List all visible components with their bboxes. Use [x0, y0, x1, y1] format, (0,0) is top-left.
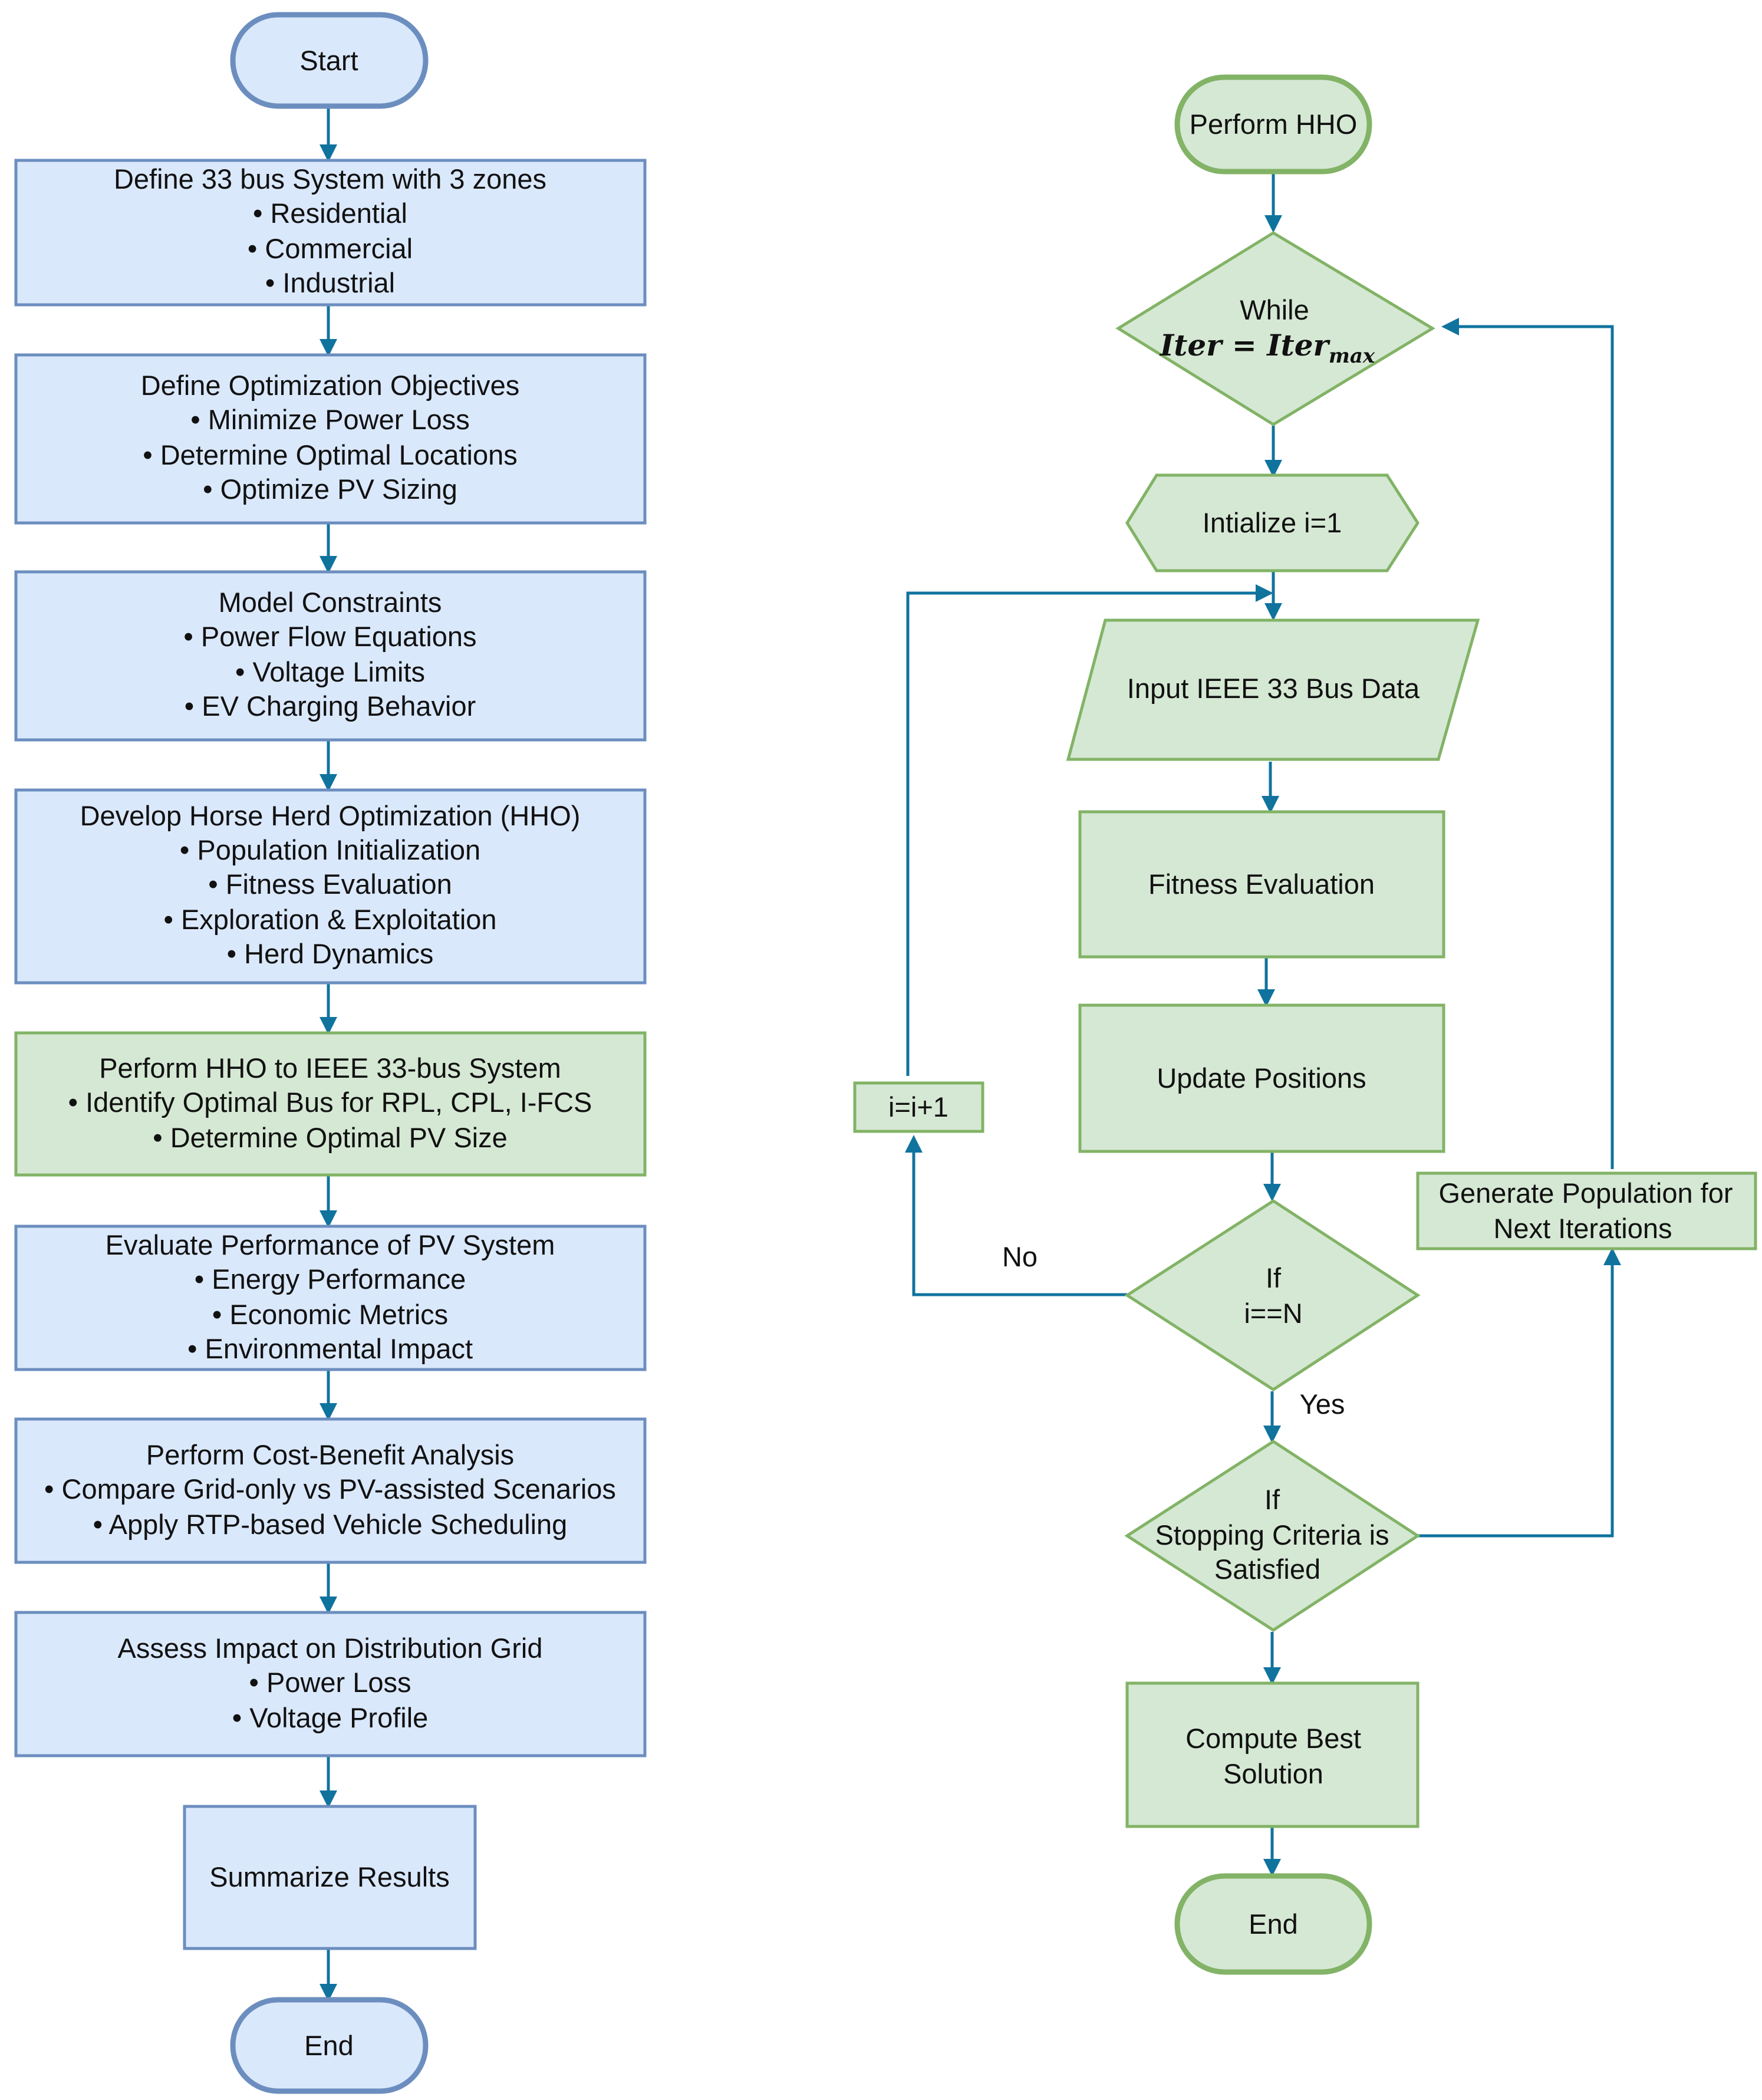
while-condition-sub: max: [1329, 344, 1375, 368]
init-label: Intialize i=1: [1203, 507, 1342, 538]
step4-item-3: • Exploration & Exploitation: [163, 904, 496, 935]
step9-title: Summarize Results: [209, 1861, 449, 1892]
step7-item-2: • Apply RTP-based Vehicle Scheduling: [93, 1509, 568, 1540]
compute-best-step: Compute Best Solution: [1125, 1681, 1420, 1828]
step3-item-3: • EV Charging Behavior: [185, 690, 476, 722]
right-start-terminal: Perform HHO: [1174, 74, 1372, 175]
input-data-step: Input IEEE 33 Bus Data: [1066, 618, 1480, 761]
left-step-summarize: Summarize Results: [183, 1805, 477, 1950]
if-n-decision: If i==N: [1124, 1199, 1421, 1391]
step6-item-2: • Economic Metrics: [212, 1299, 448, 1330]
step4-title: Develop Horse Herd Optimization (HHO): [80, 800, 581, 831]
if-stop-line1: If: [1264, 1484, 1280, 1515]
step5-title: Perform HHO to IEEE 33-bus System: [99, 1052, 561, 1084]
step2-item-2: • Determine Optimal Locations: [143, 439, 518, 470]
if-stop-line3: Satisfied: [1214, 1553, 1320, 1585]
right-start-label: Perform HHO: [1190, 108, 1358, 140]
step6-item-3: • Environmental Impact: [187, 1333, 473, 1364]
best-line2: Solution: [1223, 1758, 1323, 1789]
step4-item-2: • Fitness Evaluation: [208, 868, 452, 900]
step5-item-1: • Identify Optimal Bus for RPL, CPL, I-F…: [68, 1087, 592, 1118]
step3-item-1: • Power Flow Equations: [183, 621, 476, 652]
step6-item-1: • Energy Performance: [195, 1263, 466, 1295]
right-end-label: End: [1249, 1908, 1298, 1940]
left-step-perform-hho: Perform HHO to IEEE 33-bus System • Iden…: [14, 1031, 647, 1177]
best-line1: Compute Best: [1185, 1723, 1361, 1754]
left-start-label: Start: [299, 45, 358, 76]
step1-title: Define 33 bus System with 3 zones: [114, 163, 546, 195]
while-label: While: [1240, 294, 1309, 325]
input-label: Input IEEE 33 Bus Data: [1127, 673, 1420, 704]
left-end-label: End: [304, 2030, 354, 2061]
step1-item-3: • Industrial: [265, 267, 395, 298]
right-end-terminal: End: [1174, 1873, 1372, 1975]
while-condition: Iter = Itermax: [1159, 328, 1375, 368]
step6-title: Evaluate Performance of PV System: [106, 1229, 555, 1260]
left-step-model-constraints: Model Constraints • Power Flow Equations…: [14, 570, 647, 742]
while-condition-base: Iter = Iter: [1159, 328, 1331, 363]
update-label: Update Positions: [1157, 1062, 1366, 1094]
step8-item-2: • Voltage Profile: [232, 1702, 429, 1733]
step8-item-1: • Power Loss: [249, 1667, 411, 1698]
step2-title: Define Optimization Objectives: [141, 370, 520, 401]
update-step: Update Positions: [1078, 1003, 1445, 1153]
right-edge-no-to-increment: [905, 1135, 1127, 1296]
left-end-terminal: End: [230, 1997, 429, 2094]
step7-title: Perform Cost-Benefit Analysis: [146, 1439, 514, 1470]
left-step-cost-benefit: Perform Cost-Benefit Analysis • Compare …: [14, 1417, 647, 1564]
if-n-line1: If: [1266, 1262, 1282, 1293]
init-step: Intialize i=1: [1125, 473, 1420, 572]
fitness-step: Fitness Evaluation: [1078, 810, 1445, 959]
left-start-terminal: Start: [230, 12, 429, 109]
if-stop-decision: If Stopping Criteria is Satisfied: [1124, 1440, 1421, 1632]
right-flow: Perform HHO While Iter = Itermax Intiali…: [853, 74, 1757, 1975]
step7-item-1: • Compare Grid-only vs PV-assisted Scena…: [44, 1473, 616, 1505]
increment-step: i=i+1: [853, 1081, 984, 1133]
fitness-label: Fitness Evaluation: [1148, 868, 1375, 900]
left-step-define-objectives: Define Optimization Objectives • Minimiz…: [14, 353, 647, 525]
generate-line2: Next Iterations: [1493, 1213, 1672, 1244]
right-edge-stop-to-generate: [1417, 1248, 1621, 1538]
if-n-line2: i==N: [1244, 1298, 1302, 1329]
increment-label: i=i+1: [888, 1091, 948, 1123]
left-flow: Start Define 33 bus System with 3 zones …: [14, 12, 647, 2094]
step2-item-1: • Minimize Power Loss: [190, 404, 470, 435]
no-edge-label: No: [1002, 1241, 1038, 1272]
step2-item-3: • Optimize PV Sizing: [203, 473, 457, 505]
step8-title: Assess Impact on Distribution Grid: [118, 1632, 543, 1664]
left-step-evaluate-performance: Evaluate Performance of PV System • Ener…: [14, 1225, 647, 1371]
generate-line1: Generate Population for: [1438, 1177, 1733, 1209]
step5-item-2: • Determine Optimal PV Size: [153, 1122, 508, 1153]
step1-item-1: • Residential: [253, 198, 407, 229]
right-edge-generate-to-while: [1441, 318, 1614, 1169]
step4-item-4: • Herd Dynamics: [227, 938, 434, 969]
step3-item-2: • Voltage Limits: [235, 656, 425, 687]
while-decision: While Iter = Itermax: [1115, 231, 1435, 426]
right-edge-increment-to-input: [906, 584, 1273, 1076]
left-step-assess-impact: Assess Impact on Distribution Grid • Pow…: [14, 1611, 647, 1757]
step1-item-2: • Commercial: [248, 233, 413, 264]
step3-title: Model Constraints: [219, 587, 442, 618]
yes-edge-label: Yes: [1300, 1388, 1345, 1420]
left-step-define-system: Define 33 bus System with 3 zones • Resi…: [14, 159, 647, 307]
left-step-develop-hho: Develop Horse Herd Optimization (HHO) • …: [14, 788, 647, 985]
step4-item-1: • Population Initialization: [180, 834, 480, 865]
if-stop-line2: Stopping Criteria is: [1155, 1519, 1389, 1551]
generate-population-step: Generate Population for Next Iterations: [1416, 1171, 1757, 1250]
